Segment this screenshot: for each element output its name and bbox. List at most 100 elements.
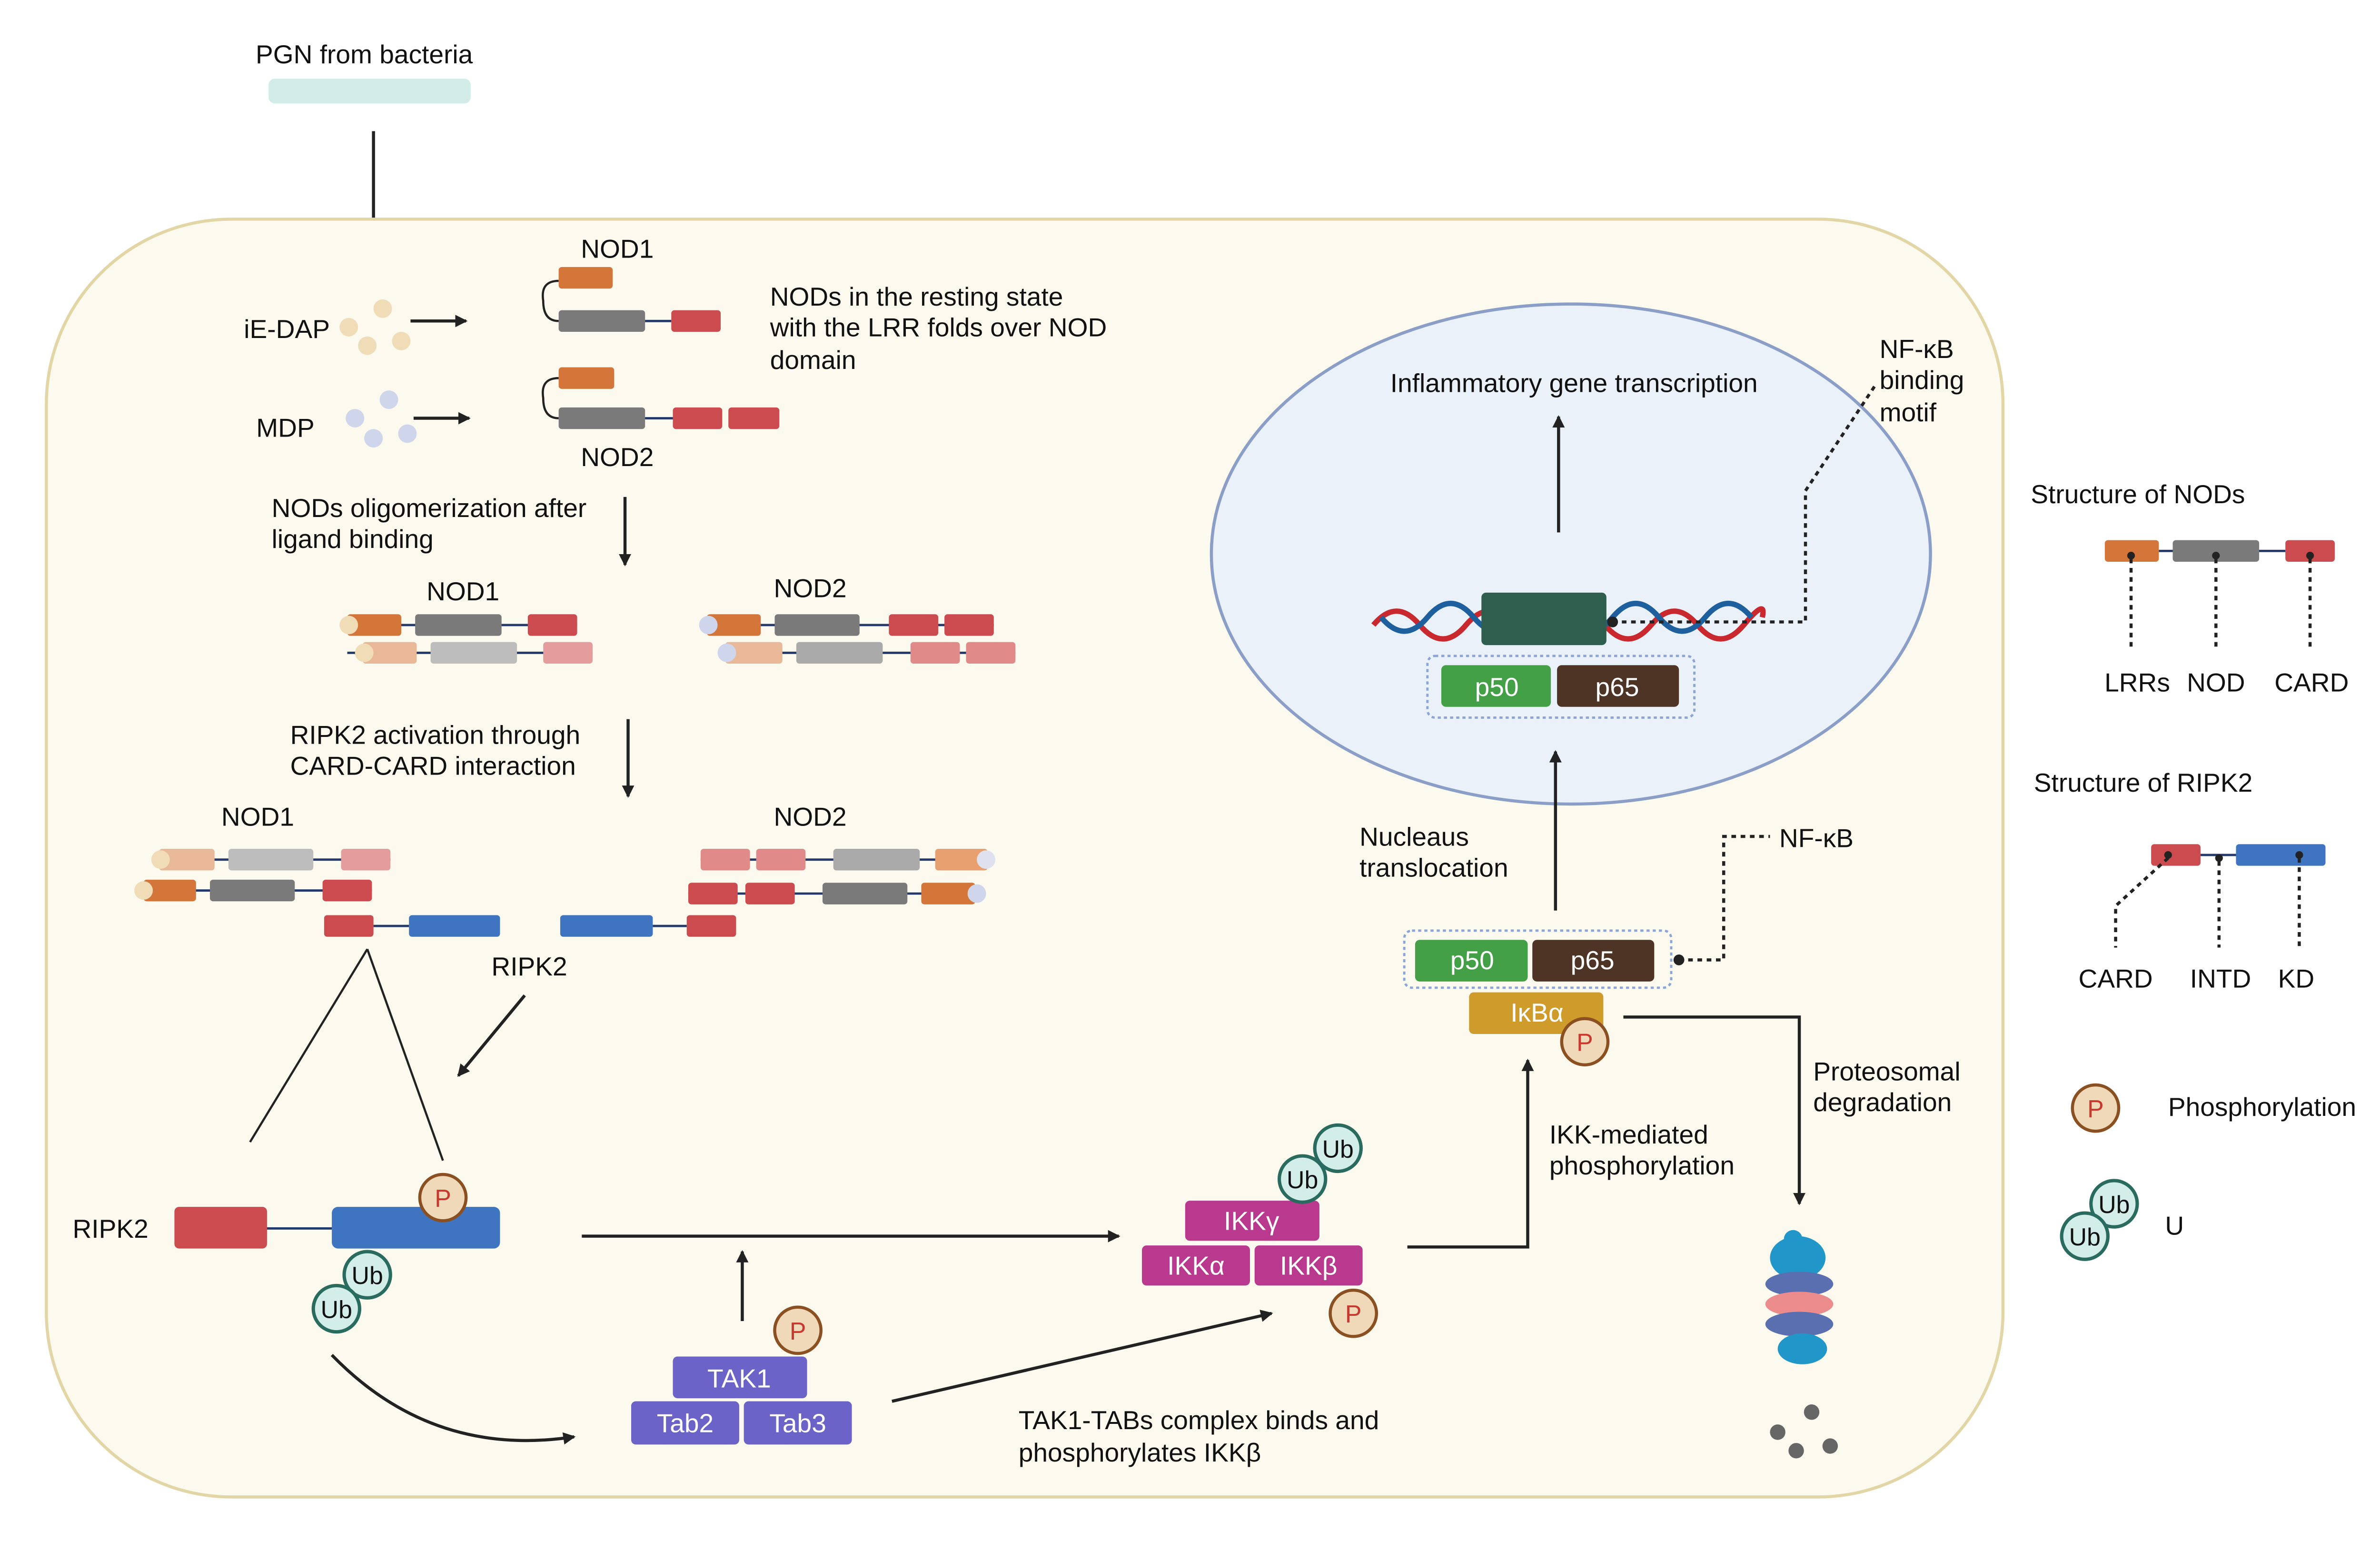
- ripk2-kd: [332, 1207, 500, 1249]
- nuc-p50: [1441, 665, 1551, 707]
- resting-desc-1: NODs in the resting state: [770, 282, 1063, 311]
- nuc-p50-label: p50: [1475, 672, 1519, 702]
- legend-intd: INTD: [2190, 964, 2251, 994]
- svg-text:Ub: Ub: [352, 1262, 383, 1289]
- svg-text:Ub: Ub: [1287, 1166, 1318, 1193]
- nod2-ripk2-complex: [560, 848, 996, 937]
- translocation-2: translocation: [1359, 853, 1508, 882]
- tab3-label: Tab3: [769, 1408, 826, 1438]
- motif-label-2: binding: [1880, 365, 1964, 395]
- iedap-dots: [339, 299, 411, 355]
- translocation-1: Nucleaus: [1359, 822, 1469, 852]
- ikk-gamma: [1185, 1201, 1319, 1241]
- svg-text:P: P: [2087, 1095, 2104, 1123]
- legend-phospho-icon: P: [2073, 1085, 2119, 1131]
- legend-nod-structure: [2104, 540, 2335, 648]
- ripk2-act-label: RIPK2: [491, 952, 567, 981]
- p65-label: p65: [1571, 945, 1615, 975]
- ikk-desc-2: phosphorylation: [1549, 1151, 1735, 1180]
- legend-phospho-label: Phosphorylation: [2168, 1092, 2356, 1122]
- p50-label: p50: [1450, 945, 1494, 975]
- ikk-desc-1: IKK-mediated: [1549, 1120, 1708, 1149]
- legend-ub-icon: Ub: [2062, 1213, 2108, 1259]
- arrow-to-tak: [330, 1354, 576, 1445]
- ripk2-label: RIPK2: [72, 1214, 148, 1243]
- oligo-desc-2: ligand binding: [272, 524, 434, 554]
- nuc-p65: [1557, 665, 1679, 707]
- svg-text:P: P: [1345, 1300, 1362, 1328]
- activation-desc-1: RIPK2 activation through: [290, 720, 581, 750]
- ikk-alpha: [1142, 1245, 1250, 1286]
- tab2: [631, 1401, 739, 1445]
- ub-icon: Ub: [313, 1285, 359, 1332]
- legend-nods-title: Structure of NODs: [2031, 479, 2245, 509]
- motif-label-1: NF-κB: [1880, 334, 1954, 364]
- legend-ub-icon: Ub: [2091, 1181, 2137, 1227]
- dna: [1371, 592, 1766, 646]
- nod2-resting-label: NOD2: [581, 442, 654, 472]
- degradation-2: degradation: [1813, 1087, 1952, 1117]
- tak1: [673, 1356, 807, 1399]
- motif-label-3: motif: [1880, 398, 1937, 427]
- legend-ripk2-card: CARD: [2079, 964, 2153, 994]
- legend-kd: KD: [2278, 964, 2315, 994]
- legend-ub-label: U: [2165, 1211, 2184, 1240]
- p50: [1415, 940, 1528, 982]
- resting-desc-3: domain: [770, 345, 856, 375]
- nod1-resting: [542, 267, 721, 332]
- svg-text:Ub: Ub: [321, 1295, 352, 1323]
- nfkb-label: NF-κB: [1779, 824, 1854, 853]
- ikk-alpha-label: IKKα: [1167, 1251, 1225, 1281]
- svg-text:P: P: [1577, 1029, 1593, 1056]
- phospho-icon: P: [420, 1174, 466, 1221]
- legend-nod: NOD: [2187, 667, 2245, 697]
- nod1-oligo-label: NOD1: [426, 577, 499, 606]
- nod1-resting-label: NOD1: [581, 234, 654, 263]
- legend-card: CARD: [2274, 667, 2349, 697]
- ub-icon: Ub: [1315, 1125, 1361, 1171]
- tak-desc-2: phosphorylates IKKβ: [1019, 1438, 1261, 1467]
- phospho-icon: P: [774, 1307, 821, 1353]
- phospho-icon: P: [1330, 1290, 1377, 1336]
- activation-desc-2: CARD-CARD interaction: [290, 751, 576, 780]
- iedap-label: iE-DAP: [244, 314, 330, 344]
- oligo-desc-1: NODs oligomerization after: [272, 493, 587, 523]
- nod2-resting: [542, 367, 780, 429]
- pgn-bar: [268, 79, 471, 104]
- phospho-icon: P: [1562, 1019, 1608, 1065]
- tak-desc-1: TAK1-TABs complex binds and: [1019, 1405, 1379, 1435]
- motif-pointer: [1612, 385, 1876, 624]
- resting-desc-2: with the LRR folds over NOD: [770, 313, 1107, 342]
- nod2-oligomer: [699, 614, 1016, 664]
- transcription-label: Inflammatory gene transcription: [1390, 368, 1758, 398]
- ikk-beta-label: IKKβ: [1280, 1251, 1338, 1281]
- nod2-act-label: NOD2: [774, 802, 846, 831]
- p65: [1532, 940, 1655, 982]
- degradation-1: Proteosomal: [1813, 1056, 1960, 1086]
- mdp-dots: [346, 390, 417, 448]
- mdp-label: MDP: [256, 413, 314, 442]
- legend-lrrs: LRRs: [2104, 667, 2170, 697]
- svg-text:Ub: Ub: [2098, 1191, 2130, 1218]
- ikba-label: IκBα: [1510, 998, 1563, 1027]
- svg-text:P: P: [790, 1317, 806, 1345]
- ub-icon: Ub: [344, 1252, 390, 1298]
- legend-ripk2-title: Structure of RIPK2: [2034, 768, 2252, 797]
- proteasome-icon: [1765, 1230, 1834, 1364]
- legend-ripk2-structure: [2114, 844, 2326, 948]
- tab2-label: Tab2: [657, 1408, 714, 1438]
- ikk-beta: [1254, 1245, 1363, 1286]
- ripk2-card: [174, 1207, 267, 1249]
- nod2-oligo-label: NOD2: [774, 574, 846, 603]
- tab3: [744, 1401, 852, 1445]
- svg-text:Ub: Ub: [2069, 1223, 2101, 1251]
- peptide-fragments: [1770, 1404, 1838, 1459]
- tak1-label: TAK1: [707, 1363, 771, 1393]
- ub-icon: Ub: [1279, 1156, 1326, 1202]
- nod1-oligomer: [339, 614, 593, 664]
- nuc-p65-label: p65: [1596, 672, 1639, 702]
- nucleus: [1210, 302, 1932, 806]
- ikk-gamma-label: IKKγ: [1224, 1206, 1279, 1236]
- nod1-ripk2-complex: [134, 848, 500, 937]
